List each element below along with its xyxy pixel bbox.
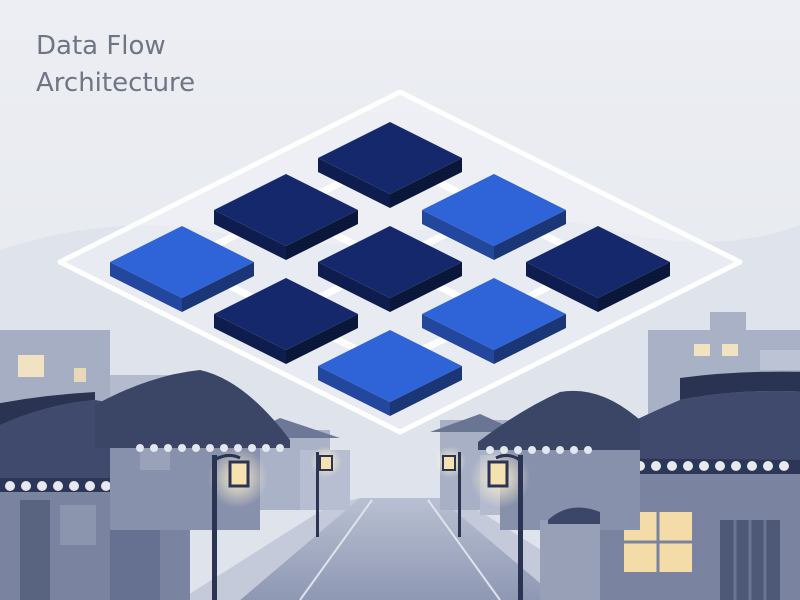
tile-r0c1 [422, 174, 566, 260]
street-lamp-right-far [434, 446, 466, 537]
tile-r1c0 [214, 174, 358, 260]
tile-r0c2 [526, 226, 670, 312]
street-lamp-left [208, 448, 268, 600]
diagram-title: Data Flow Architecture [36, 28, 195, 102]
street [240, 498, 560, 600]
platform-outline [57, 89, 743, 435]
tile-r1c2 [422, 278, 566, 364]
tile-r0c0 [318, 122, 462, 208]
title-line-1: Data Flow [36, 31, 166, 61]
street-lamp-left-far [310, 446, 342, 537]
tile-r2c1 [214, 278, 358, 364]
tile-r2c0 [110, 226, 254, 312]
street-lamp-right [470, 448, 530, 600]
tile-r1c1 [318, 226, 462, 312]
title-line-2: Architecture [36, 68, 196, 98]
tile-r2c2 [318, 330, 462, 416]
sidewalk-left [180, 498, 360, 600]
tile-grid [110, 122, 670, 416]
